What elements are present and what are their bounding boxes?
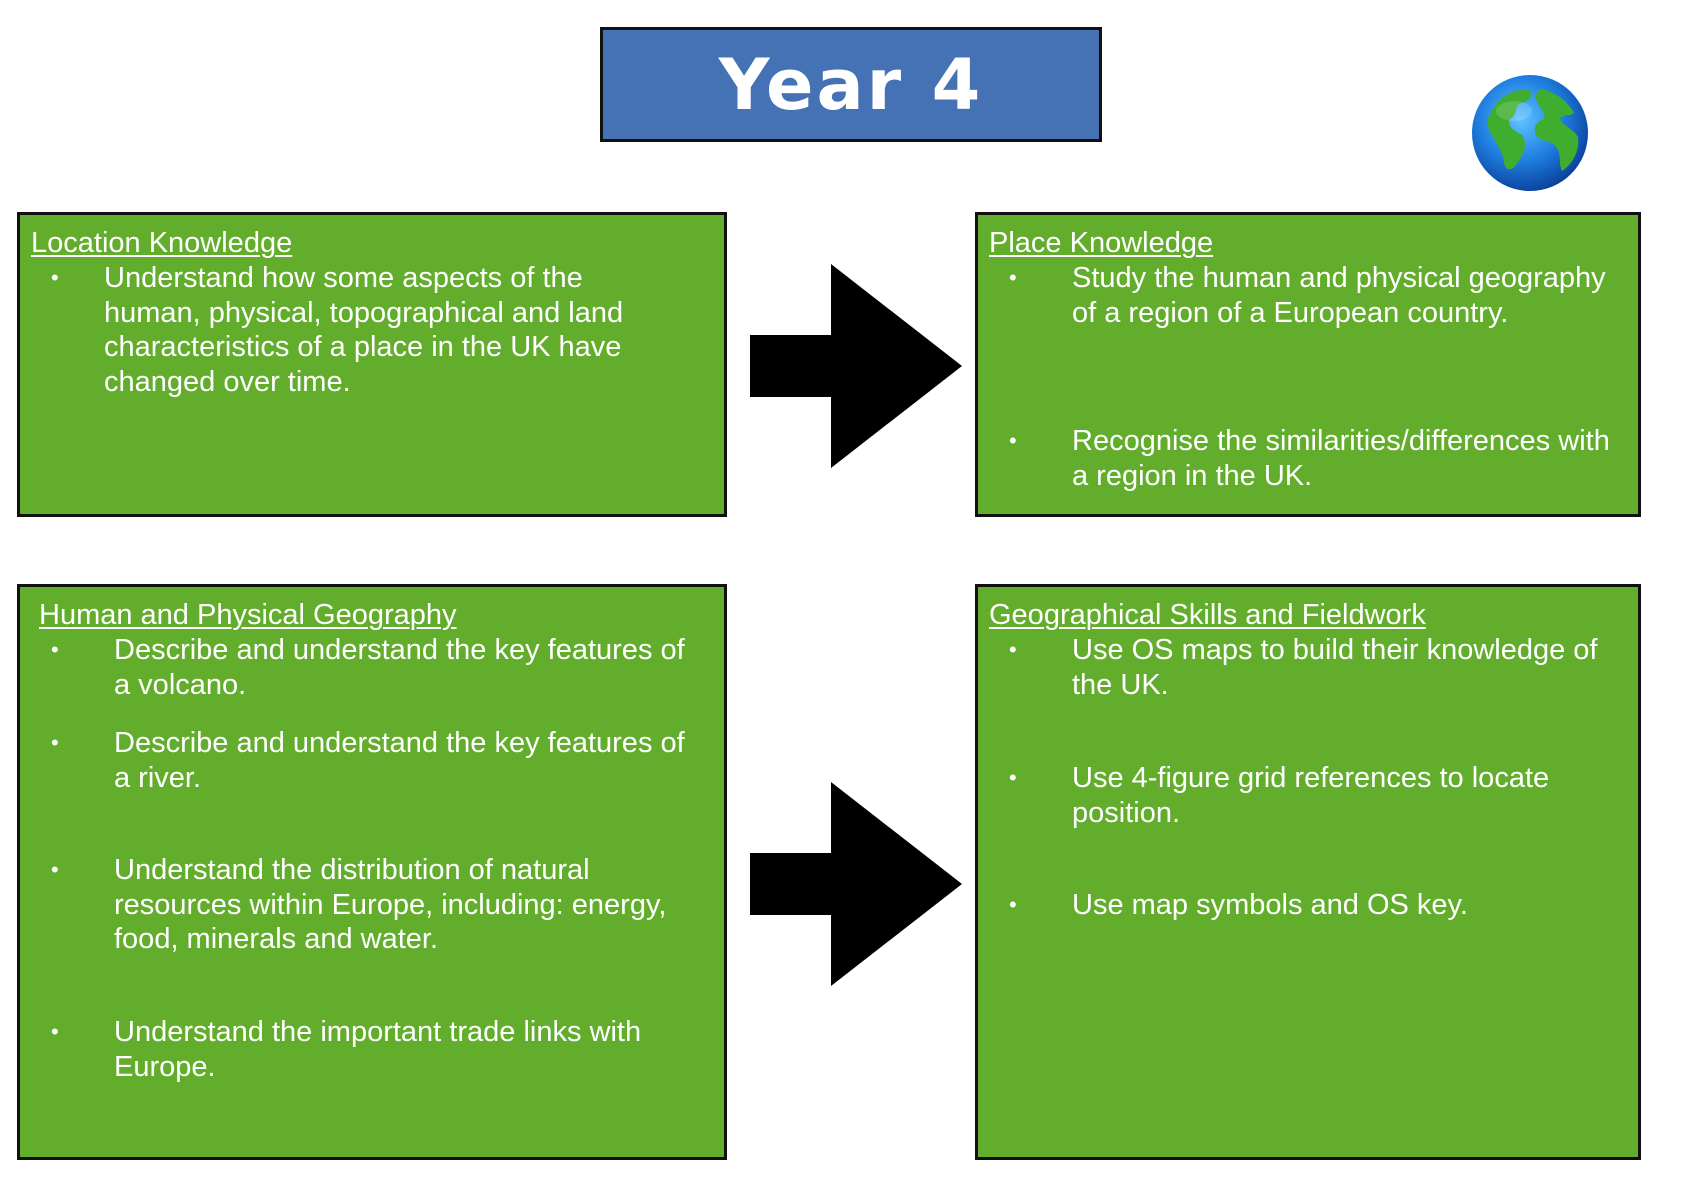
bullet-icon: • bbox=[1009, 428, 1017, 453]
arrow-right-icon bbox=[750, 264, 962, 468]
arrow-right-icon bbox=[750, 782, 962, 986]
bullet-icon: • bbox=[51, 857, 59, 882]
list-item: Recognise the similarities/differences w… bbox=[1072, 425, 1610, 492]
bullet-icon: • bbox=[51, 637, 59, 662]
place-knowledge-box: Place Knowledge • Study the human and ph… bbox=[975, 212, 1641, 517]
place-knowledge-heading: Place Knowledge bbox=[989, 227, 1214, 259]
human-physical-geography-box: Human and Physical Geography • Describe … bbox=[17, 584, 727, 1160]
page-title: Year 4 bbox=[718, 43, 984, 126]
globe-icon bbox=[1472, 75, 1588, 191]
bullet-icon: • bbox=[1009, 892, 1017, 917]
list-item: Study the human and physical geography o… bbox=[1072, 262, 1606, 329]
list-item: Use 4-figure grid references to locate p… bbox=[1072, 762, 1550, 829]
bullet-icon: • bbox=[51, 730, 59, 755]
list-item: Use map symbols and OS key. bbox=[1072, 889, 1468, 921]
list-item: Describe and understand the key features… bbox=[114, 634, 685, 701]
bullet-icon: • bbox=[51, 1019, 59, 1044]
bullet-icon: • bbox=[1009, 265, 1017, 290]
list-item: Understand how some aspects of the human… bbox=[104, 262, 624, 398]
bullet-icon: • bbox=[1009, 765, 1017, 790]
title-box: Year 4 bbox=[600, 27, 1102, 142]
geographical-skills-heading: Geographical Skills and Fieldwork bbox=[989, 599, 1426, 631]
location-knowledge-heading: Location Knowledge bbox=[31, 227, 293, 259]
list-item: Use OS maps to build their knowledge of … bbox=[1072, 634, 1598, 701]
list-item: Understand the important trade links wit… bbox=[114, 1016, 642, 1083]
list-item: Understand the distribution of natural r… bbox=[114, 854, 667, 955]
human-physical-geography-heading: Human and Physical Geography bbox=[39, 599, 457, 631]
geographical-skills-box: Geographical Skills and Fieldwork • Use … bbox=[975, 584, 1641, 1160]
location-knowledge-box: Location Knowledge • Understand how some… bbox=[17, 212, 727, 517]
list-item: Describe and understand the key features… bbox=[114, 727, 685, 794]
bullet-icon: • bbox=[51, 265, 59, 290]
bullet-icon: • bbox=[1009, 637, 1017, 662]
